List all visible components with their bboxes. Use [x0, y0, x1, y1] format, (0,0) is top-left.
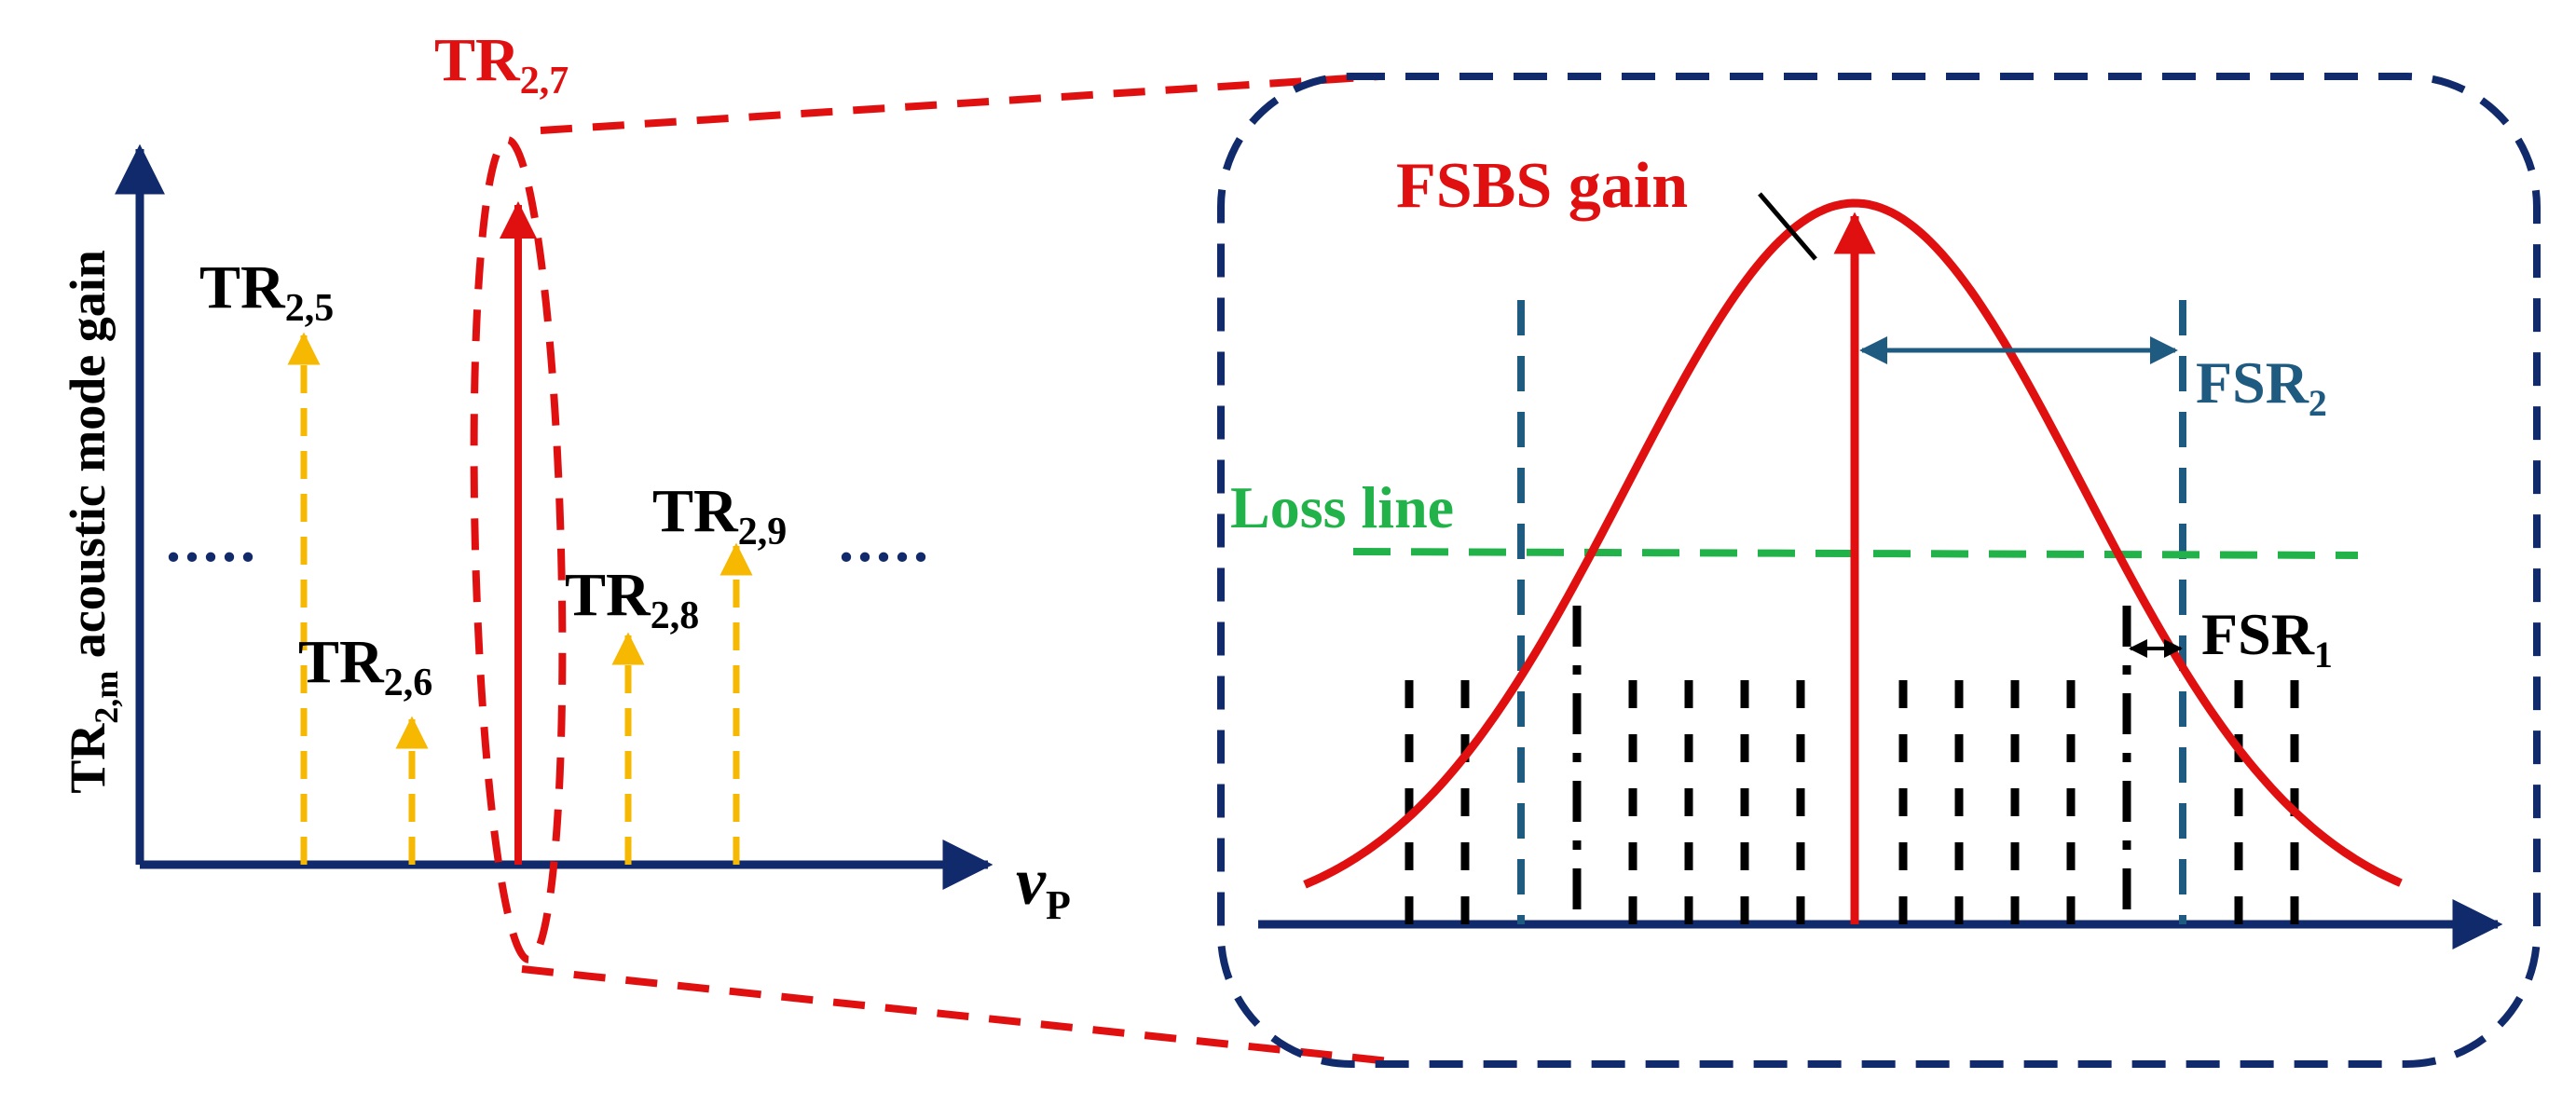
peak-label-tr25: TR2,5 — [199, 253, 334, 330]
peak-label-tr27: TR2,7 — [434, 26, 569, 102]
left-panel: TR2,m acoustic mode gain vP ..... ..... … — [60, 26, 1071, 963]
ellipsis-right: ..... — [839, 508, 932, 574]
zoom-connector-top — [540, 73, 1380, 134]
peak-label-tr26: TR2,6 — [298, 628, 432, 704]
inset-panel: FSBS gain Loss line FSR2 FSR1 — [1217, 73, 2541, 1068]
zoom-connector-bottom — [521, 965, 1399, 1066]
fsbs-gain-curve — [1303, 198, 2403, 889]
fsbs-gain-label: FSBS gain — [1396, 150, 1688, 222]
resonance-comb — [1404, 606, 2299, 924]
loss-line — [1352, 548, 2359, 559]
fsr2-label: FSR2 — [2196, 349, 2327, 424]
ellipsis-left: ..... — [166, 508, 259, 574]
left-y-axis-label: TR2,m acoustic mode gain — [60, 250, 125, 794]
peak-label-tr29: TR2,9 — [652, 477, 787, 553]
gain-label-pointer — [1758, 192, 1817, 261]
left-x-axis-label: vP — [1016, 844, 1071, 928]
inset-border — [1217, 73, 2541, 1068]
peak-label-tr28: TR2,8 — [565, 561, 699, 637]
fsr1-label: FSR1 — [2201, 601, 2333, 676]
highlight-ellipse — [470, 136, 567, 963]
loss-line-label: Loss line — [1230, 474, 1454, 540]
fsr2-lines — [1517, 300, 2186, 924]
